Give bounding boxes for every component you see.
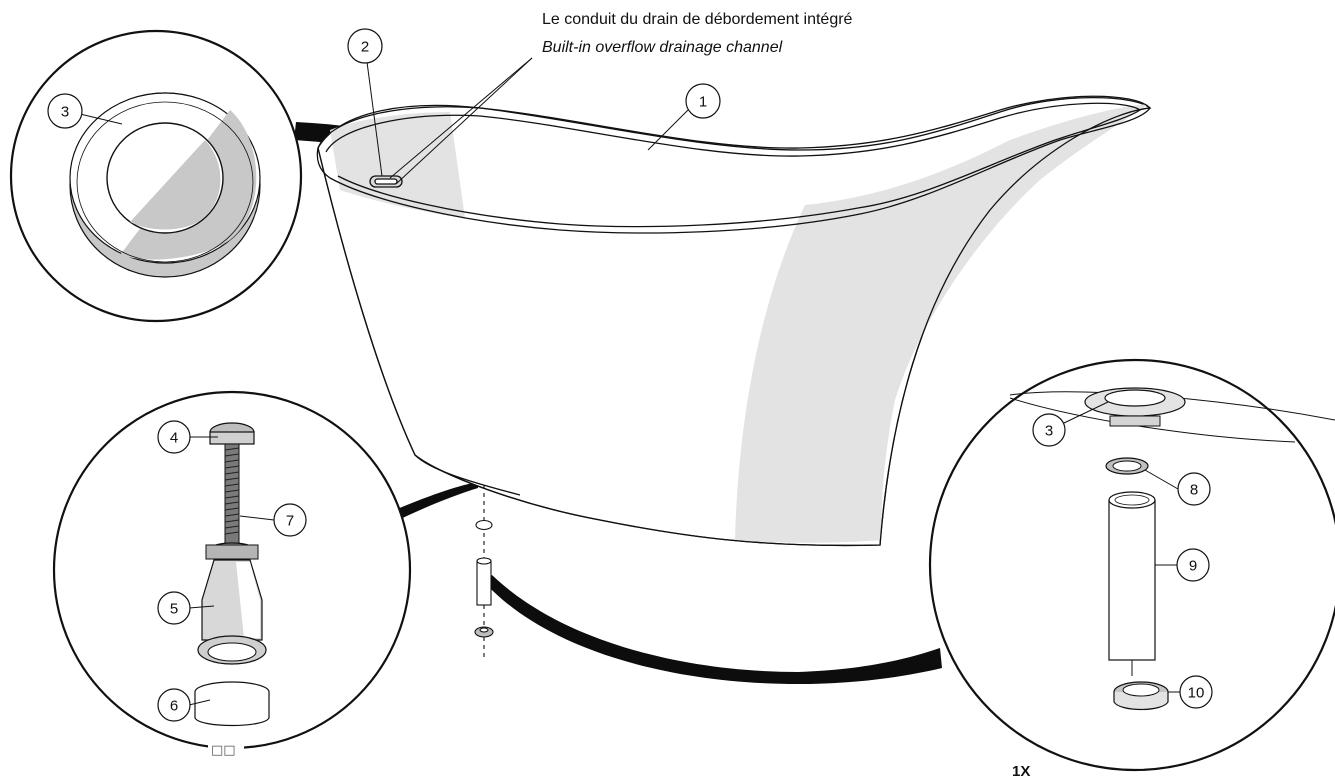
- cap-rim-line: [76, 101, 254, 263]
- overflow-pipe-top-inner: [1114, 494, 1150, 506]
- callout-3-top: 3: [47, 93, 83, 129]
- leader-3-top: [79, 113, 123, 125]
- callout-3-right: 3: [1032, 413, 1066, 447]
- callout-1: 1: [685, 83, 721, 119]
- detail-bubble-drain-assembly: [52, 390, 412, 750]
- caption-french: Le conduit du drain de débordement intég…: [542, 11, 853, 28]
- leader-lines: [79, 57, 1180, 706]
- marks-bg: [208, 740, 244, 758]
- quantity-label: 1X: [1012, 763, 1030, 780]
- bottom-left-marks: □□: [211, 743, 236, 758]
- drain-collar-side: [205, 544, 259, 560]
- overflow-cap-center: [1104, 389, 1166, 407]
- callout-8-label: 8: [1190, 482, 1198, 499]
- overflow-slot-inner: [374, 178, 398, 185]
- callout-3-top-label: 3: [61, 104, 69, 121]
- drain-base-hole: [207, 642, 257, 662]
- center-pipe: [476, 560, 492, 606]
- callout-10: 10: [1179, 675, 1213, 709]
- tub-rim-inner: [325, 102, 1142, 228]
- callout-7: 7: [273, 503, 307, 537]
- center-exploded-parts: [474, 485, 494, 660]
- drain-threaded-rod: [224, 443, 240, 545]
- overflow-nut-hole: [1122, 683, 1160, 697]
- overflow-nut-side: [1113, 692, 1169, 711]
- leader-caption-2: [395, 57, 533, 185]
- detail-bubble-overflow: [928, 358, 1335, 772]
- callout-3-right-label: 3: [1045, 423, 1053, 440]
- cap-center-shade: [130, 140, 221, 230]
- callout-4-label: 4: [170, 430, 178, 447]
- callout-4: 4: [157, 420, 191, 454]
- tub-base-line: [414, 454, 521, 496]
- detail-bubble-cap: [9, 29, 303, 323]
- drain-thread-lines: [224, 447, 240, 535]
- callout-7-label: 7: [286, 513, 294, 530]
- callout-2: 2: [347, 28, 383, 64]
- callout-2-label: 2: [361, 39, 369, 56]
- drain-strainer-body: [194, 692, 270, 727]
- center-pipe-top: [476, 557, 492, 565]
- tub-shaded-wall: [735, 104, 1148, 543]
- callout-5: 5: [157, 591, 191, 625]
- tub-rim-outer: [316, 95, 1151, 234]
- band-bottom-left: [390, 482, 478, 523]
- center-nut-hole: [479, 627, 489, 633]
- leader-5: [188, 605, 215, 609]
- callout-5-label: 5: [170, 601, 178, 618]
- leader-1: [647, 109, 689, 151]
- callout-1-label: 1: [699, 94, 707, 111]
- tub-surface-line-2: [1009, 397, 1296, 443]
- callout-9: 9: [1176, 548, 1210, 582]
- overflow-washer-hole: [1112, 460, 1142, 472]
- overflow-cap-thread: [1109, 415, 1161, 427]
- tub-inner-shade: [330, 112, 465, 218]
- leader-6: [188, 699, 211, 706]
- band-bottom-right: [486, 575, 942, 684]
- caption-english: Built-in overflow drainage channel: [542, 39, 783, 56]
- bathtub: [316, 95, 1152, 547]
- leader-3-right: [1063, 401, 1109, 424]
- callout-10-label: 10: [1188, 685, 1205, 702]
- leader-8: [1144, 469, 1179, 490]
- center-washer: [475, 519, 493, 531]
- leader-7: [239, 515, 275, 521]
- callout-6-label: 6: [170, 698, 178, 715]
- leader-2: [366, 61, 383, 177]
- callout-8: 8: [1177, 472, 1211, 506]
- tub-outline: [317, 107, 1151, 547]
- callout-9-label: 9: [1189, 558, 1197, 575]
- overflow-pipe: [1108, 499, 1156, 661]
- qty-label-bg: [1008, 758, 1044, 780]
- callout-6: 6: [157, 688, 191, 722]
- leader-caption: [389, 57, 533, 179]
- drain-top-nut-side: [209, 431, 255, 445]
- drain-body-shade: [236, 562, 260, 638]
